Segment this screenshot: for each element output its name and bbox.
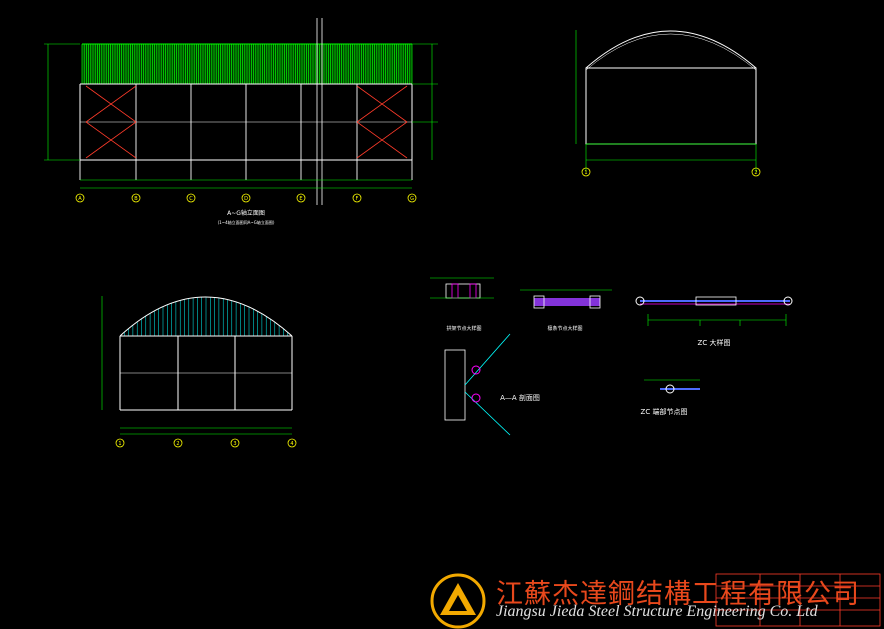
axis-bubble	[230, 438, 240, 448]
axis-bubble	[751, 167, 761, 177]
axis-bubble	[241, 193, 251, 203]
bracing-x	[85, 85, 408, 159]
axis-label: A	[78, 196, 82, 202]
axis-label: 4	[290, 441, 293, 447]
axis-label: 3	[233, 441, 236, 447]
arch-ribs	[124, 297, 288, 336]
zc-detail: ZC 大样图	[635, 296, 793, 347]
axis-bubble	[75, 193, 85, 203]
axis-bubble	[173, 438, 183, 448]
zc-end-detail: ZC 端部节点图	[641, 379, 700, 416]
axis-bubble	[115, 438, 125, 448]
front-columns	[79, 84, 413, 180]
zc-end-detail-caption: ZC 端部节点图	[641, 407, 688, 416]
front-elevation-subcaption: (1~4轴立面图同A~G轴立面图)	[218, 219, 275, 225]
axis-label: F	[356, 196, 359, 202]
axis-label: 2	[176, 441, 179, 447]
rib-node-detail: 拱架节点大样图	[430, 277, 494, 332]
axis-label: 2	[754, 170, 757, 176]
front-elevation-caption: A~G轴立面图	[227, 209, 265, 217]
purlin-detail: 檩条节点大样图	[520, 289, 612, 332]
axis-label: G	[410, 196, 414, 202]
roof-sheeting-front	[81, 43, 413, 84]
axis-bubble	[296, 193, 306, 203]
front-axis-bubbles: A B C D E F G	[75, 193, 417, 203]
side-axis-bubbles: 1 2 3 4	[115, 438, 297, 448]
axis-label: D	[244, 196, 248, 202]
aa-section-caption: A—A 剖面图	[500, 393, 540, 402]
aa-section: A—A 剖面图	[444, 333, 540, 436]
dimensions-front	[44, 43, 438, 189]
axis-label: E	[299, 196, 302, 202]
axis-bubble	[131, 193, 141, 203]
title-block	[715, 573, 881, 627]
front-elevation: A B C D E F G A~G轴立面图 (1~4轴立面图同A~G轴立面图)	[44, 18, 438, 225]
purlin-detail-caption: 檩条节点大样图	[547, 325, 582, 332]
axis-bubble	[186, 193, 196, 203]
zc-detail-caption: ZC 大样图	[698, 338, 731, 347]
axis-label: C	[189, 196, 193, 202]
axis-bubble	[287, 438, 297, 448]
axis-bubble	[352, 193, 362, 203]
axis-label: B	[134, 196, 138, 202]
axis-bubble	[581, 167, 591, 177]
rib-detail-caption: 拱架节点大样图	[446, 325, 481, 332]
axis-label: 1	[118, 441, 121, 447]
axis-label: 1	[584, 170, 587, 176]
axis-bubble	[407, 193, 417, 203]
side-section: 1 2 3 4	[101, 296, 297, 448]
